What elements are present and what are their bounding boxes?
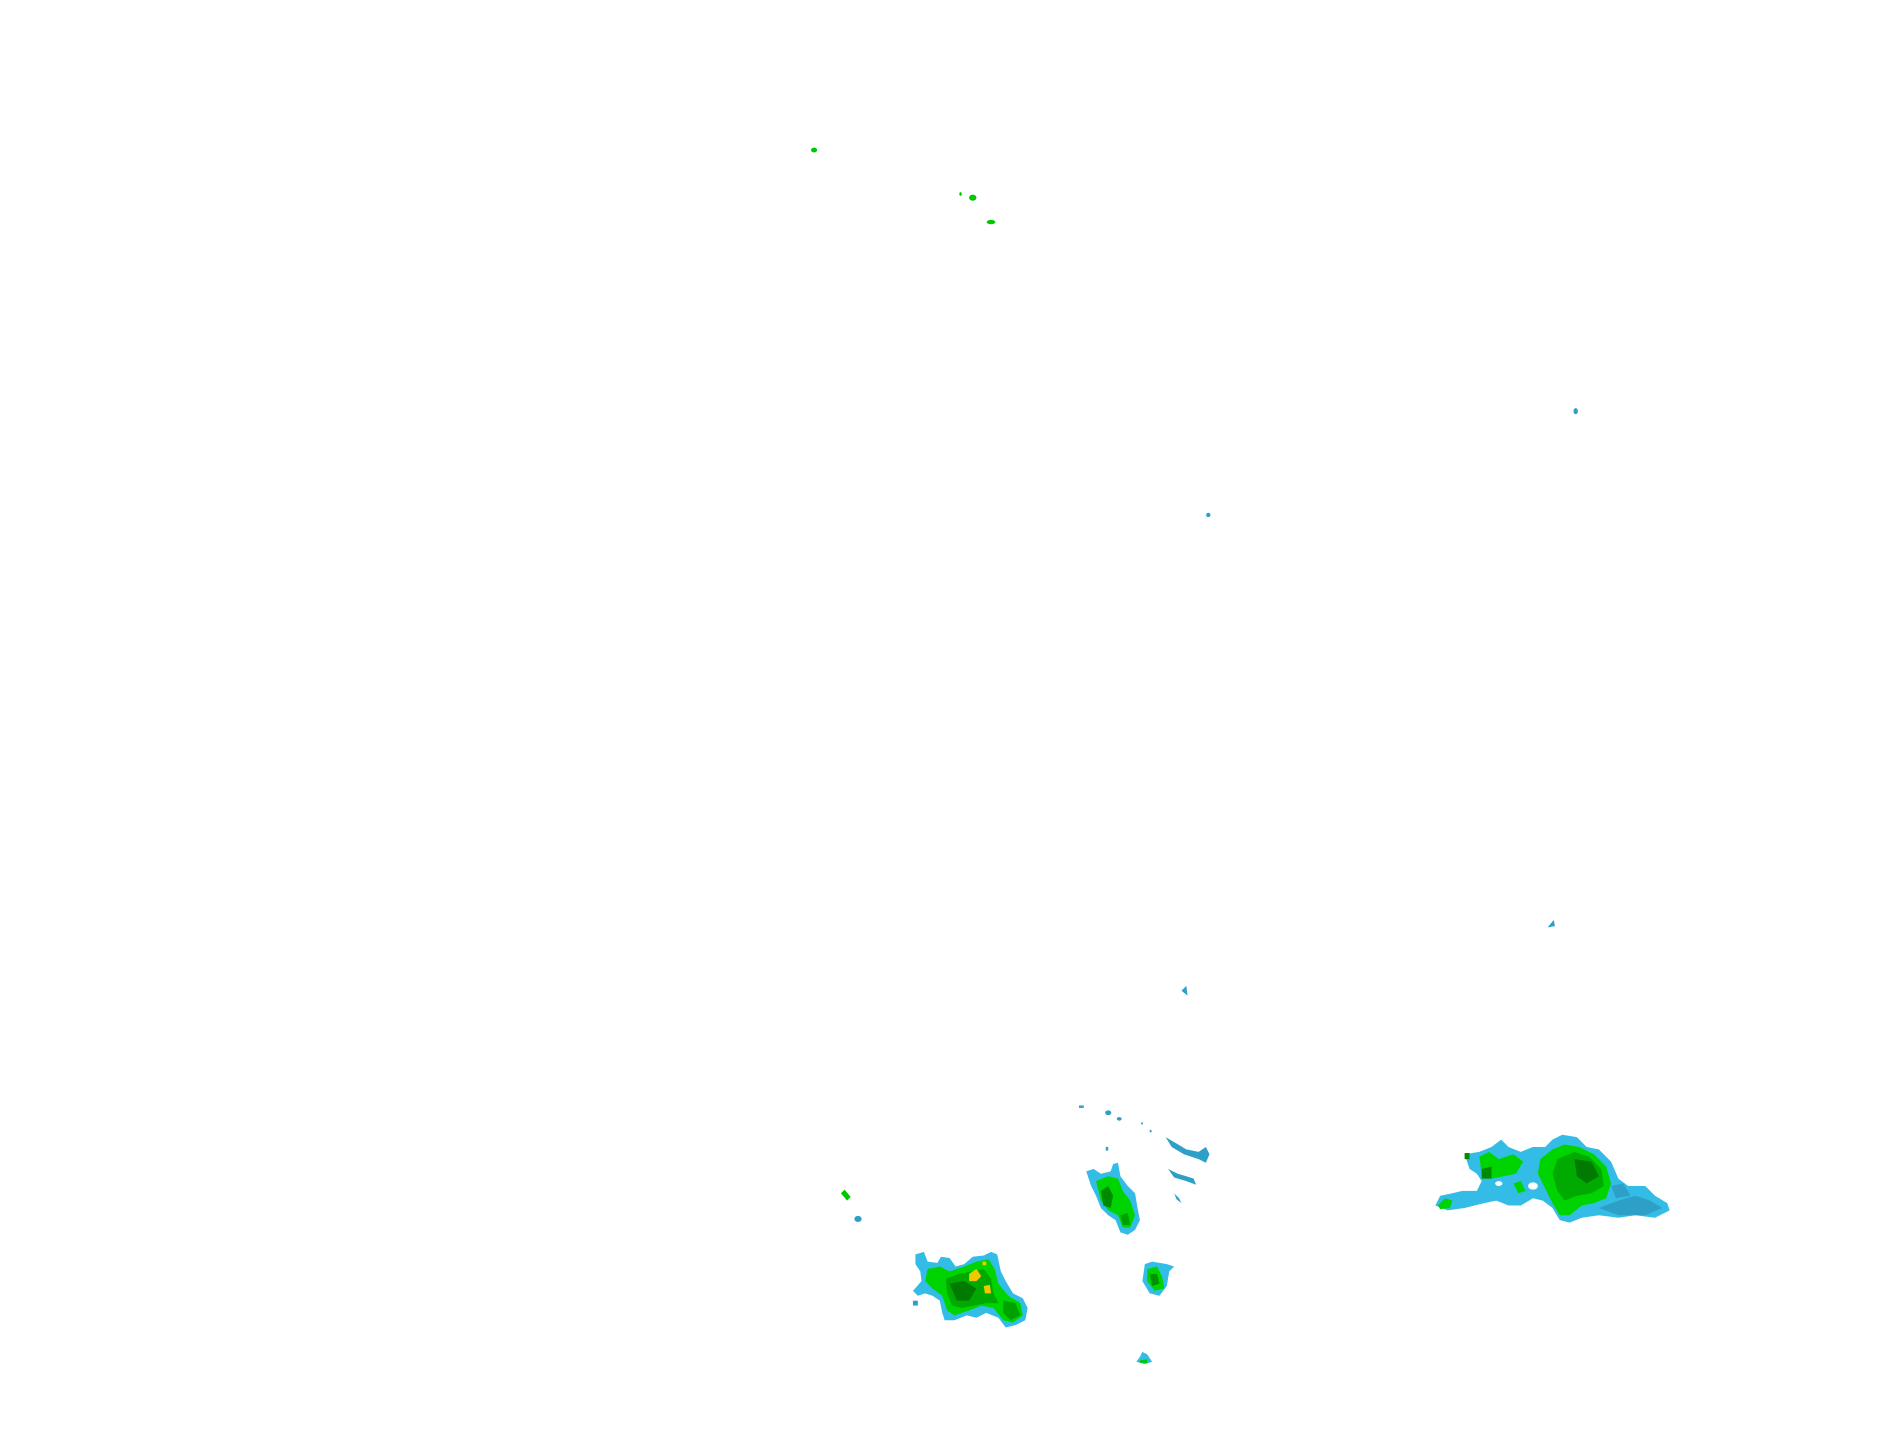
echo-green <box>811 147 818 153</box>
storm-cell-a <box>912 1251 1028 1328</box>
echo-blue <box>1105 1110 1112 1116</box>
echo-green <box>959 192 962 196</box>
storm-cell-e <box>1435 1134 1670 1223</box>
storm-cell-b <box>1086 1162 1140 1235</box>
storm-cell-c <box>1142 1261 1175 1296</box>
echo-blue <box>854 1215 862 1222</box>
storm-cell-d <box>1136 1351 1153 1365</box>
echo-blue-streak <box>1165 1137 1210 1163</box>
echo-blue <box>1181 985 1188 996</box>
echo-blue-streak <box>1168 1168 1197 1185</box>
echo-blue <box>1149 1129 1152 1133</box>
echo-blue <box>1078 1105 1084 1108</box>
echo-blue <box>1141 1122 1144 1125</box>
echo-green <box>986 219 996 225</box>
echo-blue <box>1105 1146 1109 1151</box>
echo-green <box>969 194 977 201</box>
scattered-echoes <box>811 147 1578 1222</box>
echo-blue <box>1573 408 1578 415</box>
echo-blue <box>1116 1117 1122 1121</box>
echo-blue <box>1206 512 1211 518</box>
echo-blue-streak <box>1174 1193 1182 1204</box>
echo-green <box>840 1189 851 1201</box>
echo-blue <box>1547 919 1555 928</box>
